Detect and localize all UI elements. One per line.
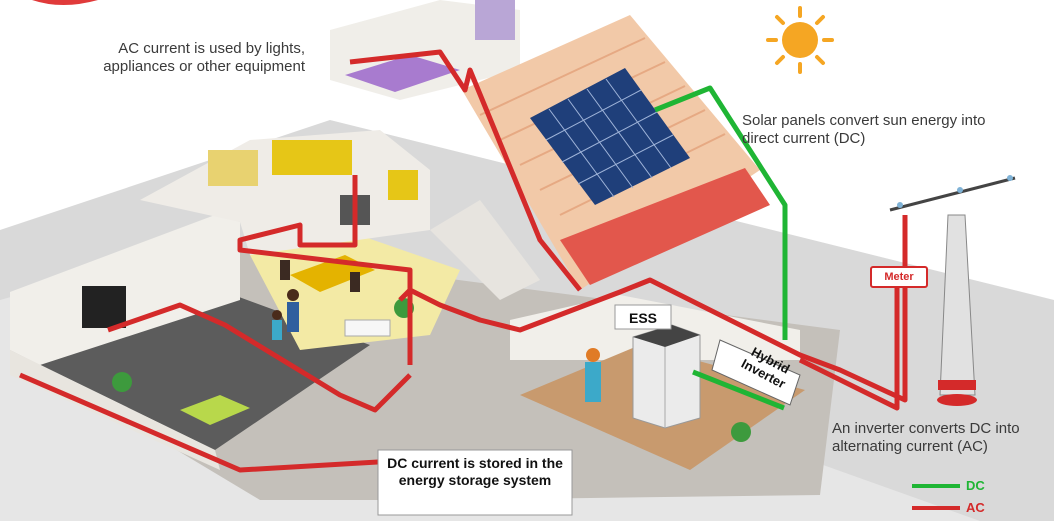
solar-label: Solar panels convert sun energy into dir… [742, 112, 986, 147]
legend-dc: DC [912, 478, 985, 493]
inverter-label: An inverter converts DC into alternating… [832, 420, 1020, 455]
window-yellow-blinds [208, 150, 258, 186]
dining-chair-2 [350, 272, 360, 292]
dc-storage-label: DC current is stored in the energy stora… [387, 455, 563, 488]
kitchen-cabinet-yellow-2 [388, 170, 418, 200]
ess-label: ESS [628, 310, 657, 326]
ac-wire-living [107, 302, 412, 413]
ac-wire-upstairs [349, 49, 582, 292]
person-woman-head [287, 289, 299, 301]
tv [82, 286, 126, 328]
person-woman [287, 302, 299, 332]
solar-panel [530, 68, 690, 205]
person-child [272, 320, 282, 340]
ac-wire-inverter-to-meter [798, 275, 900, 411]
dc-wire-ess-to-inverter [692, 369, 785, 411]
brand-arc [32, 0, 98, 5]
dc-wire-panel-to-inverter [654, 85, 788, 340]
dc-storage-callout-box [377, 449, 573, 516]
window-purple [475, 0, 515, 40]
ac-wire-main [398, 215, 908, 403]
staircase [430, 200, 540, 300]
bed-purple [345, 55, 460, 92]
air-conditioner [344, 319, 391, 337]
legend-dc-label: DC [966, 478, 985, 493]
coffee-table [180, 395, 250, 425]
plant [112, 372, 132, 392]
hybrid-inverter-box [711, 339, 801, 406]
legend-ac-label: AC [966, 500, 985, 515]
ac-usage-label: AC current is used by lights, appliances… [103, 40, 305, 75]
plant-3 [731, 422, 751, 442]
legend-ac: AC [912, 500, 985, 515]
meter-label: Meter [870, 266, 928, 288]
dining-chair [280, 260, 290, 280]
roof-tiles [560, 168, 770, 285]
legend-dc-swatch [912, 483, 960, 488]
ess-battery-cabinet [632, 324, 701, 429]
person-man [585, 362, 601, 402]
ac-wire-kitchen [237, 175, 413, 365]
person-child-head [272, 310, 282, 320]
ess-label-box [614, 304, 672, 330]
utility-pole [889, 175, 1016, 406]
legend-ac-swatch [912, 505, 960, 510]
person-man-head [586, 348, 600, 362]
kitchen-cabinet-yellow [272, 140, 352, 175]
sun-icon [766, 6, 834, 74]
